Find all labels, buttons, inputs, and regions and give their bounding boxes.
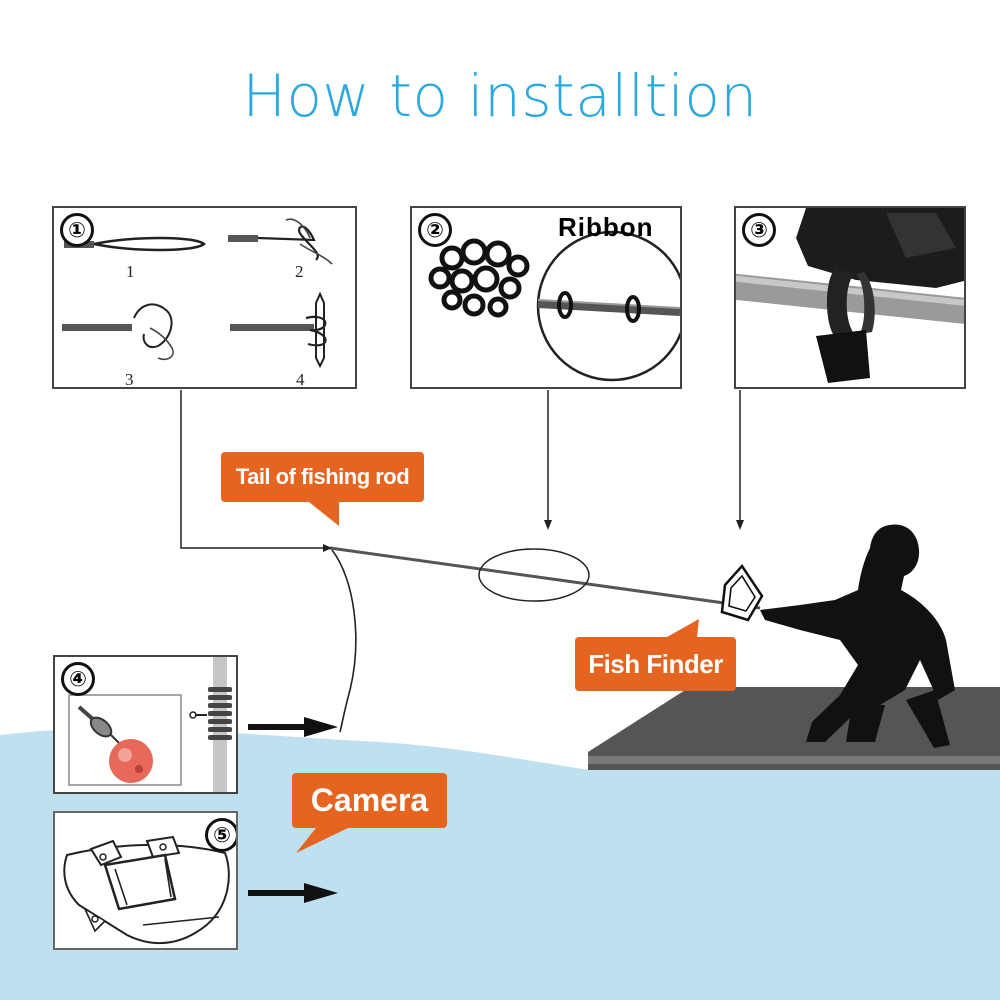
step-1-panel: ① 1 2 3 4 [52,206,357,389]
water [0,728,1000,1000]
connector-panel-3-arrowhead [736,520,744,530]
knot-step-label-4: 4 [296,370,305,389]
tail-of-rod-callout: Tail of fishing rod [221,452,424,526]
fisherman-silhouette [760,524,955,748]
page-title: How to installtion [242,62,758,130]
step-5-panel: ⑤ [53,811,238,950]
knot-tying-illustration [62,218,333,369]
step-4-panel: ④ [53,655,238,794]
step-3-panel: ③ [734,206,966,389]
fish-finder-label: Fish Finder [588,649,723,679]
connector-panel-2-arrowhead [544,520,552,530]
connector-panel-1-arrowhead [323,544,332,552]
arrow-panel-5 [248,883,338,903]
callout-tail [296,828,348,853]
fish-finder-callout: Fish Finder [575,619,736,691]
fishing-rod [329,546,761,610]
callout-tail [667,619,699,637]
camera-sinker-illustration [68,657,232,792]
step-2-badge: ② [418,213,452,247]
tail-of-rod-label: Tail of fishing rod [235,464,410,489]
dock [588,687,1000,770]
camera-label: Camera [310,782,429,818]
ribbon-label: Ribbon [558,212,654,242]
connector-panel-1 [180,390,325,549]
fishing-line [331,549,357,733]
camera-shroud-illustration [63,835,230,945]
callout-tail [309,502,339,526]
step-3-badge: ③ [742,213,776,247]
step-4-badge: ④ [61,662,95,696]
ribbon-rings-illustration [428,230,680,382]
fish-finder-display-icon [720,563,764,622]
knot-step-label-2: 2 [295,262,304,281]
arrow-panel-4 [248,717,338,737]
camera-callout: Camera [292,773,447,853]
knot-step-label-1: 1 [126,262,135,281]
knot-step-label-3: 3 [125,370,134,389]
ribbon-position-marker [478,548,590,602]
step-5-badge: ⑤ [205,818,236,852]
step-2-panel: ② Ribbon [410,206,682,389]
rod-mount-illustration [736,208,964,383]
step-1-badge: ① [60,213,94,247]
